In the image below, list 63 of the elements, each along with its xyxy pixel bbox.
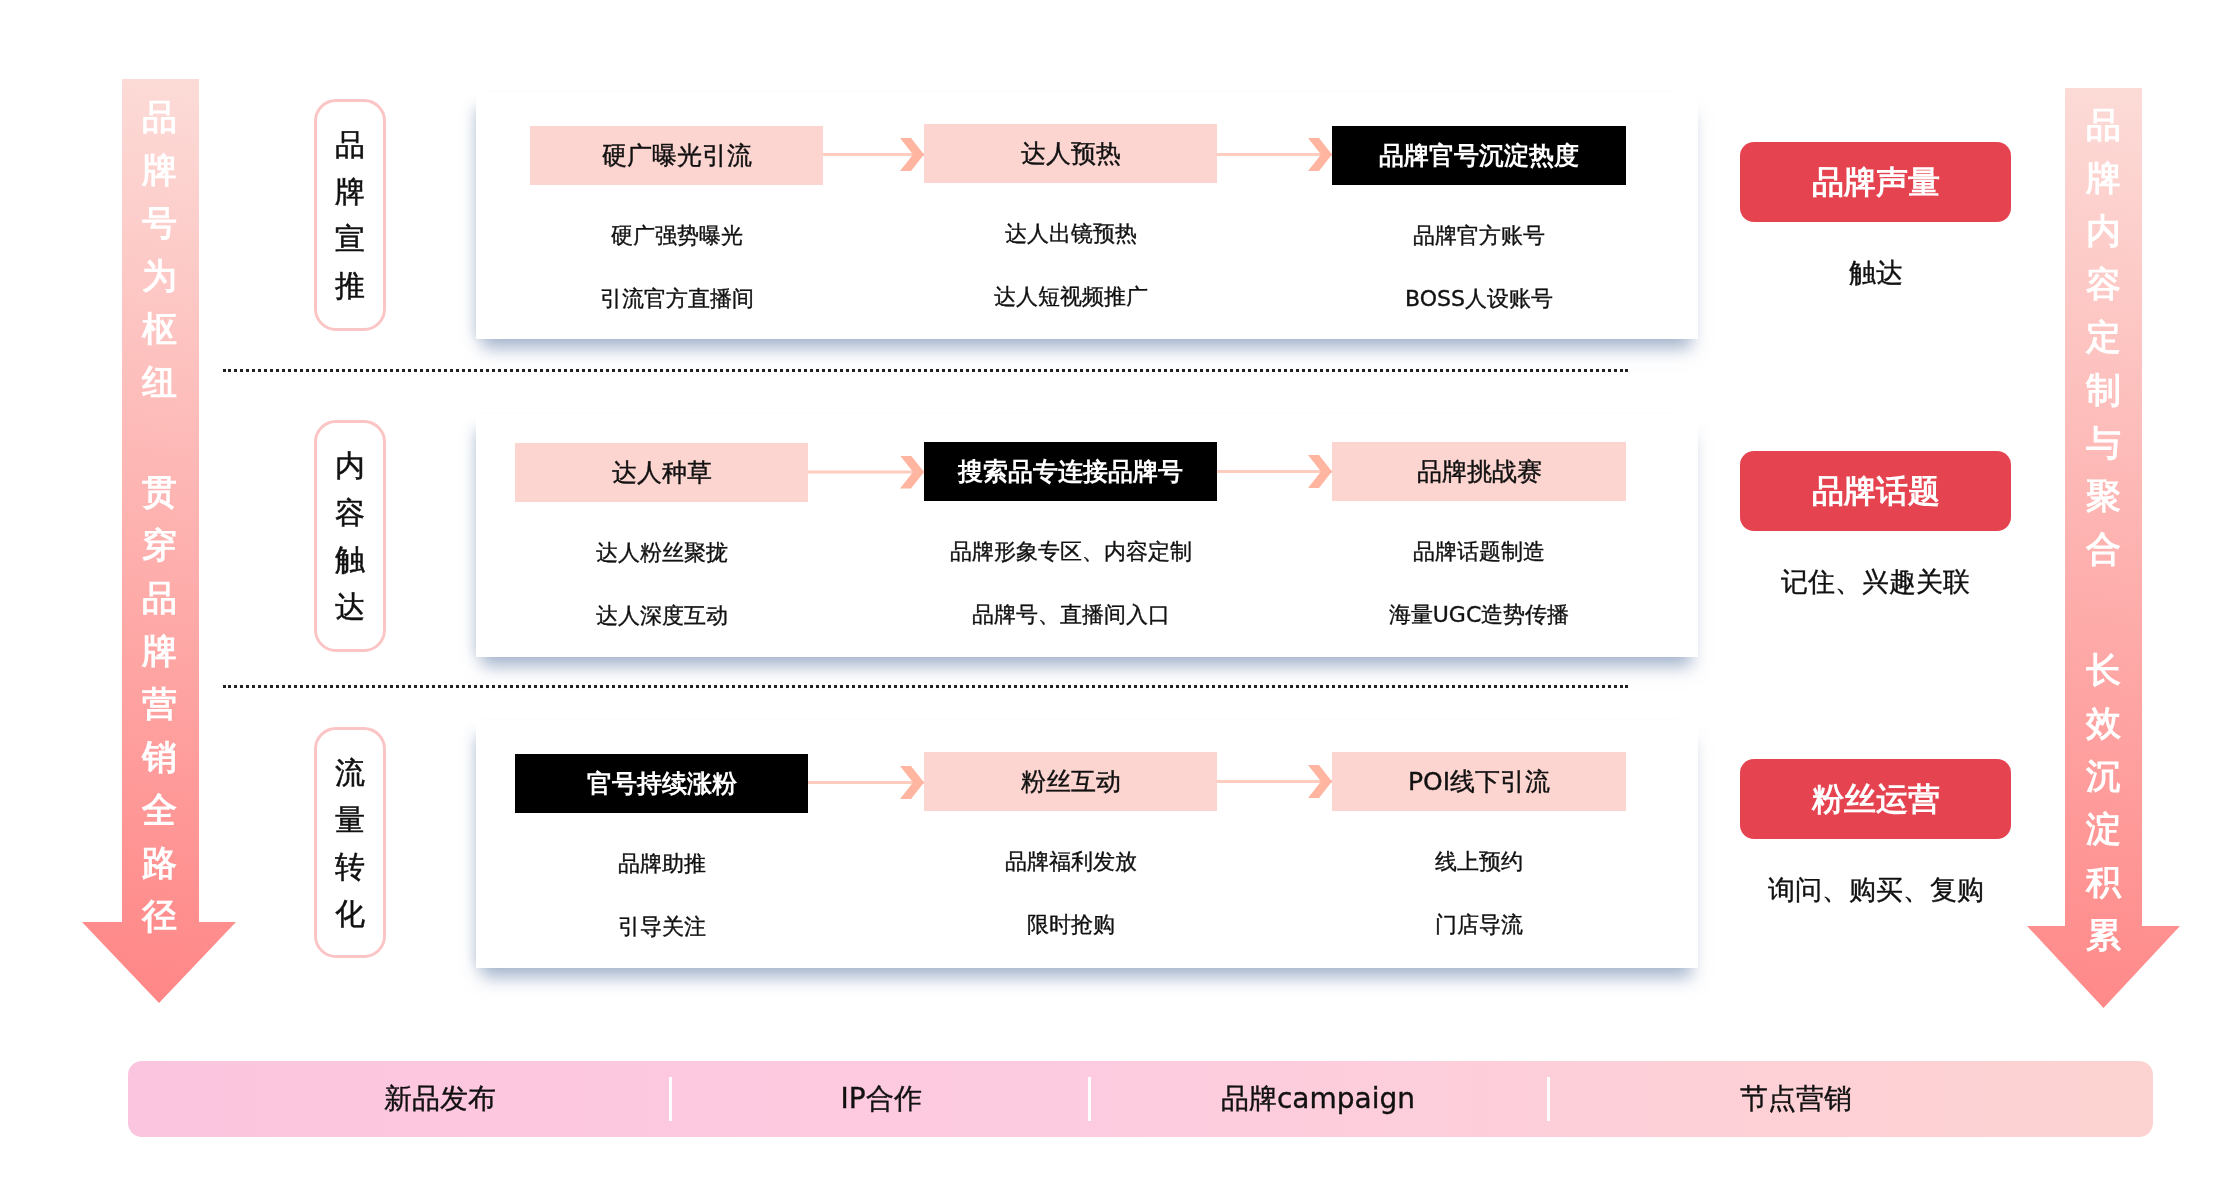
step-detail: 品牌福利发放 xyxy=(1004,848,1137,876)
topic-text: 节点营销 xyxy=(1740,1082,1852,1116)
step-title: 达人预热 xyxy=(1020,138,1121,169)
topic-text: IP合作 xyxy=(840,1082,922,1116)
step-box xyxy=(515,443,808,502)
step-detail: 品牌话题制造 xyxy=(1413,538,1545,566)
topic-band xyxy=(128,1061,2153,1137)
stage-pill xyxy=(314,727,386,958)
step-title: 达人种草 xyxy=(611,457,712,488)
step-detail: 海量UGC造势传播 xyxy=(1388,601,1570,629)
step-detail: 限时抢购 xyxy=(1026,911,1115,939)
step-card xyxy=(476,414,1698,657)
stage-pill xyxy=(314,99,386,331)
banner-text: 贯穿品牌营销全路径 xyxy=(141,471,177,938)
step-card xyxy=(476,92,1698,339)
step-detail: 品牌形象专区、内容定制 xyxy=(949,538,1192,566)
step-detail: 引导关注 xyxy=(617,913,706,941)
goal-pill xyxy=(1740,451,2011,531)
step-title: 搜索品专连接品牌号 xyxy=(958,456,1183,487)
step-detail: 品牌官方账号 xyxy=(1413,222,1545,250)
step-box xyxy=(530,126,823,185)
goal-pill xyxy=(1740,759,2011,839)
step-detail: 品牌助推 xyxy=(617,850,706,878)
step-detail: 硬广强势曝光 xyxy=(610,222,743,250)
step-box xyxy=(924,442,1217,501)
step-title: 品牌官号沉淀热度 xyxy=(1379,140,1579,171)
step-title: POI线下引流 xyxy=(1407,766,1551,797)
step-title: 粉丝互动 xyxy=(1020,766,1121,797)
goal-detail: 询问、购买、复购 xyxy=(1767,873,1984,907)
step-title: 硬广曝光引流 xyxy=(601,140,752,171)
step-card xyxy=(476,720,1698,968)
direction-banner xyxy=(82,79,236,1003)
direction-banner xyxy=(2027,88,2180,1008)
step-box xyxy=(924,752,1217,811)
topic-text: 新品发布 xyxy=(384,1082,496,1116)
topic-text: 品牌campaign xyxy=(1220,1082,1416,1116)
banner-text: 长效沉淀积累 xyxy=(2086,649,2121,957)
goal-detail: 记住、兴趣关联 xyxy=(1781,565,1970,599)
goal-title: 品牌话题 xyxy=(1811,471,1940,511)
goal-title: 品牌声量 xyxy=(1811,162,1940,202)
step-detail: 达人出镜预热 xyxy=(1004,220,1137,248)
stage-text: 流量转化 xyxy=(335,753,365,933)
step-box xyxy=(1332,752,1626,811)
step-box xyxy=(924,124,1217,183)
step-box xyxy=(1332,126,1626,185)
step-detail: 达人粉丝聚拢 xyxy=(595,539,728,567)
step-detail: 品牌号、直播间入口 xyxy=(971,601,1170,629)
stage-text: 品牌宣推 xyxy=(335,126,365,305)
step-box xyxy=(515,754,808,813)
step-detail: 达人深度互动 xyxy=(595,602,728,630)
step-box xyxy=(1332,442,1626,501)
step-detail: 引流官方直播间 xyxy=(599,285,754,313)
step-detail: 达人短视频推广 xyxy=(993,283,1148,311)
step-detail: 门店导流 xyxy=(1435,911,1523,939)
goal-title: 粉丝运营 xyxy=(1811,779,1940,819)
step-detail: BOSS人设账号 xyxy=(1405,285,1553,313)
stage-pill xyxy=(314,420,386,652)
goal-detail: 触达 xyxy=(1848,256,1903,290)
step-detail: 线上预约 xyxy=(1435,848,1523,876)
step-title: 官号持续涨粉 xyxy=(586,768,737,799)
step-title: 品牌挑战赛 xyxy=(1416,456,1542,487)
stage-text: 内容触达 xyxy=(335,447,365,626)
goal-pill xyxy=(1740,142,2011,222)
